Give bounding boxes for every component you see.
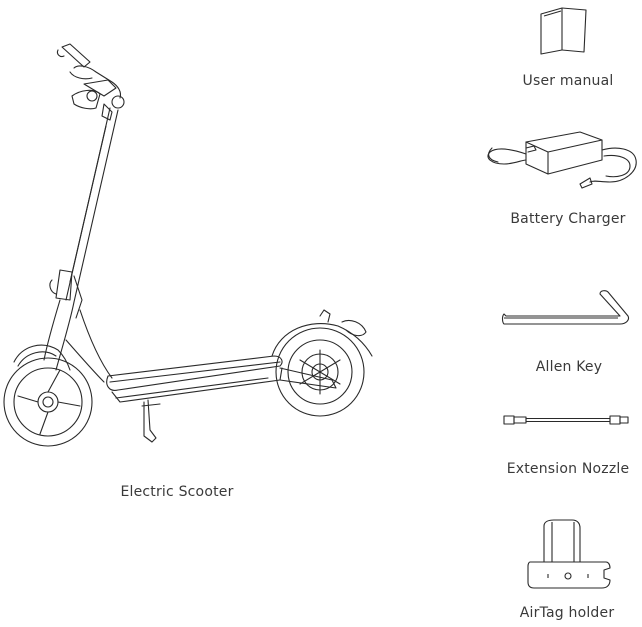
extension-nozzle-label: Extension Nozzle: [506, 461, 630, 477]
airtag-holder-label: AirTag holder: [519, 605, 615, 621]
battery-charger-label: Battery Charger: [510, 211, 626, 227]
extension-nozzle-icon: [500, 410, 634, 430]
battery-charger-icon: [484, 126, 640, 190]
user-manual-icon: [534, 0, 594, 60]
airtag-holder-icon: [524, 518, 610, 594]
user-manual-label: User manual: [522, 73, 614, 89]
allen-key-label: Allen Key: [535, 359, 603, 375]
electric-scooter-label: Electric Scooter: [120, 484, 234, 500]
electric-scooter-illustration: [0, 0, 400, 460]
allen-key-icon: [500, 288, 634, 330]
